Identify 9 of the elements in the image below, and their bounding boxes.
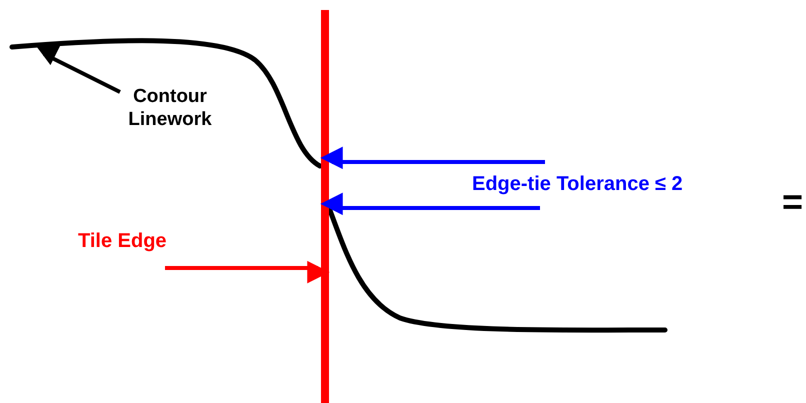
arrow bbox=[165, 260, 330, 284]
arrow bbox=[320, 192, 540, 216]
arrow bbox=[320, 146, 545, 170]
callout-text: Contour Linework bbox=[100, 86, 240, 132]
contour-line bbox=[10, 36, 324, 170]
callout-text: Edge-tie Tolerance ≤ 2 bbox=[472, 172, 772, 196]
callout-text: Tile Edge bbox=[78, 229, 218, 253]
arrow bbox=[35, 45, 121, 94]
equals-sign: = bbox=[782, 180, 804, 224]
